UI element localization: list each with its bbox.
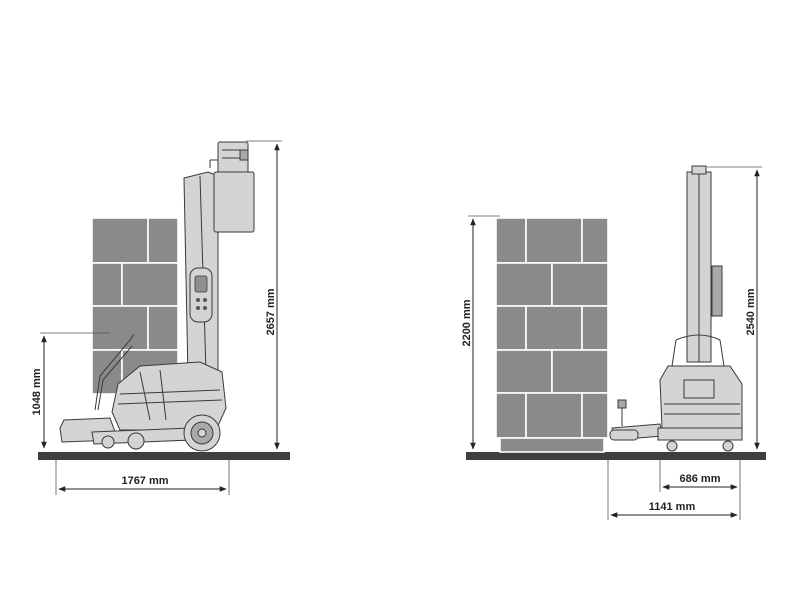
front-ground-line (466, 452, 766, 460)
front-view: 2200 mm 2540 mm 686 mm 1141 mm (461, 165, 766, 520)
side-machine-base (59, 333, 227, 452)
front-overall-height-label: 2540 mm (745, 288, 757, 335)
front-inner-width-label: 686 mm (680, 473, 721, 485)
side-overall-height-label: 2657 mm (265, 288, 277, 335)
side-film-carriage (209, 141, 255, 233)
front-load-height-label: 2200 mm (461, 299, 473, 346)
side-ground-line (38, 452, 290, 460)
side-pallet-load (91, 217, 179, 395)
front-pallet (499, 437, 605, 453)
side-length-label: 1767 mm (121, 475, 168, 487)
front-pallet-load (495, 217, 609, 453)
side-front-wheel (127, 432, 145, 450)
control-panel-screen (194, 275, 208, 293)
side-handle-height-label: 1048 mm (31, 368, 43, 415)
front-mast (686, 165, 723, 363)
side-mast (183, 171, 219, 379)
side-view: 1048 mm 2657 mm 1767 mm (31, 140, 290, 495)
front-outer-width-label: 1141 mm (649, 501, 696, 513)
front-machine-base (609, 334, 743, 452)
side-handle (94, 333, 135, 411)
